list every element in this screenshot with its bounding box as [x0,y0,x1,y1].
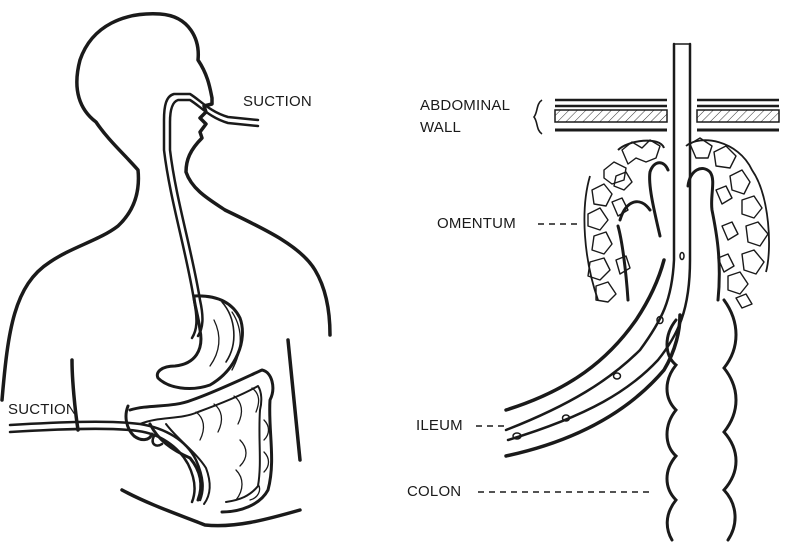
ileum [506,260,680,456]
abdominal-wall [534,100,779,134]
colon-left [126,370,273,512]
ileum-label: ILEUM [416,417,463,434]
stomach [157,296,242,389]
omentum [584,138,769,308]
omentum-label: OMENTUM [437,215,516,232]
suction-abdominal-label: SUCTION [8,401,77,418]
nasogastric-tube [164,94,258,338]
colon-label: COLON [407,483,461,500]
body-outline [2,14,330,526]
peritoneum-folds [618,163,719,300]
abdominal-wall-label-line2: WALL [420,119,461,136]
drain-tube [506,44,690,440]
abdominal-wall-label-line1: ABDOMINAL [420,97,510,114]
suction-nasal-label: SUCTION [243,93,312,110]
